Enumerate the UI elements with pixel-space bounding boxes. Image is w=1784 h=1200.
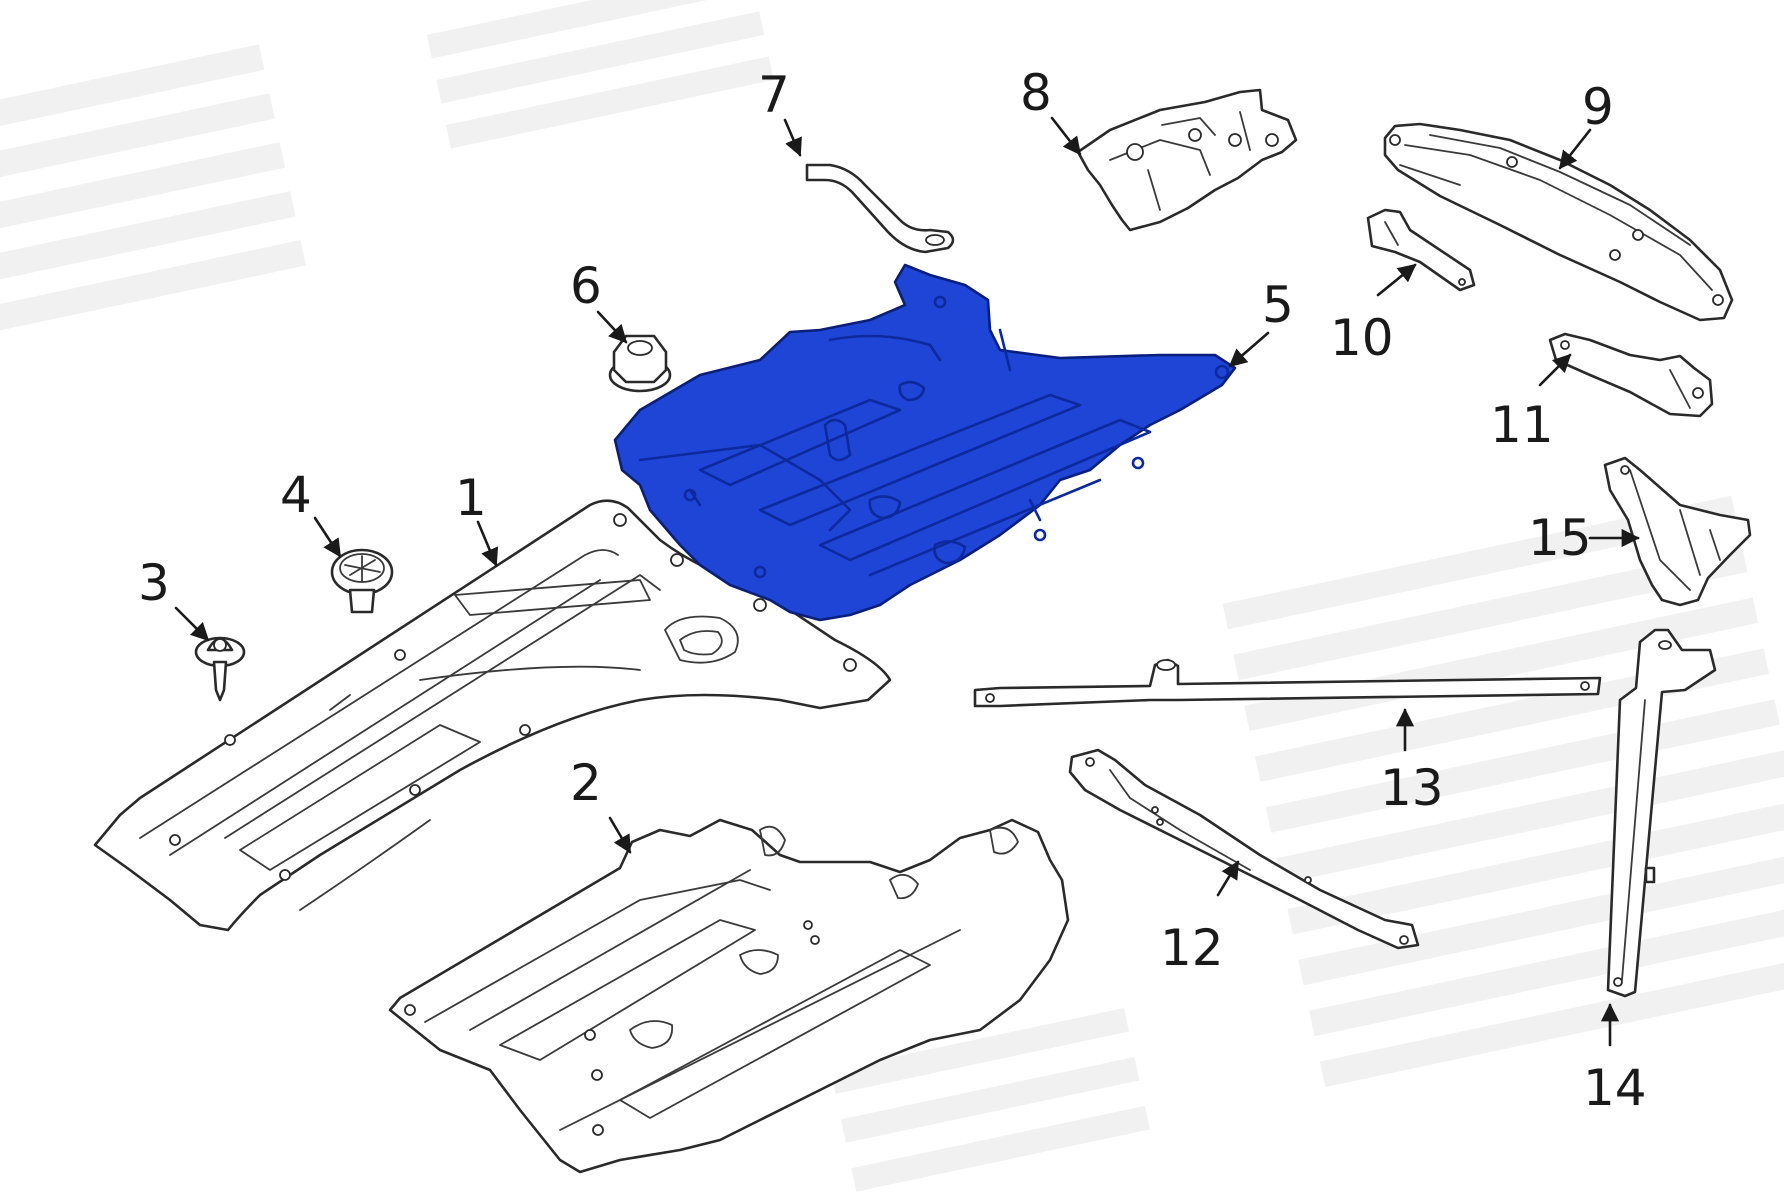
part-3-clip[interactable] [194, 636, 246, 702]
part-14-vertical-strut[interactable] [1606, 628, 1717, 998]
part-2-front-shield[interactable] [388, 818, 1070, 1174]
callout-8: 8 [1020, 64, 1052, 122]
callout-7: 7 [758, 66, 790, 124]
callout-labels: 1 2 3 4 5 6 7 8 9 10 11 12 13 14 15 [138, 64, 1647, 1117]
callout-15: 15 [1528, 509, 1592, 567]
callout-1: 1 [455, 469, 487, 527]
leader-12 [1216, 860, 1240, 897]
part-6-flange-nut[interactable] [608, 334, 672, 393]
part-1-underbody-panel[interactable] [93, 499, 892, 932]
part-11-bracket[interactable] [1548, 332, 1714, 418]
part-9-long-cover[interactable] [1383, 122, 1734, 322]
leader-11 [1538, 353, 1572, 387]
leader-2 [608, 816, 632, 854]
callout-2: 2 [570, 754, 602, 812]
part-10-small-bracket[interactable] [1366, 208, 1476, 292]
leader-10 [1376, 263, 1417, 297]
callout-6: 6 [570, 257, 602, 315]
leader-4 [313, 516, 342, 558]
leader-8 [1050, 116, 1082, 156]
part-15-angled-bracket[interactable] [1603, 456, 1752, 607]
part-8-bracket[interactable] [1076, 88, 1298, 232]
callout-11: 11 [1490, 396, 1554, 454]
part-4-push-fastener[interactable] [330, 548, 394, 614]
leader-9 [1558, 128, 1592, 170]
callout-9: 9 [1582, 78, 1614, 136]
part-13-cross-bar[interactable] [973, 658, 1602, 708]
callout-3: 3 [138, 554, 170, 612]
leader-6 [596, 310, 628, 344]
callout-14: 14 [1583, 1059, 1647, 1117]
part-12-diagonal-bracket[interactable] [1068, 748, 1420, 950]
leader-1 [476, 520, 499, 567]
callout-10: 10 [1330, 309, 1394, 367]
part-5-body [613, 263, 1237, 622]
leader-5 [1228, 331, 1270, 368]
leader-3 [174, 606, 210, 642]
callout-12: 12 [1160, 919, 1224, 977]
leader-lines [174, 116, 1640, 1047]
callout-13: 13 [1380, 759, 1444, 817]
part-7-bent-strap[interactable] [805, 163, 955, 254]
callout-5: 5 [1262, 276, 1294, 334]
callout-4: 4 [280, 466, 312, 524]
part-5-engine-undershield[interactable] [613, 263, 1237, 622]
leader-7 [783, 118, 802, 157]
